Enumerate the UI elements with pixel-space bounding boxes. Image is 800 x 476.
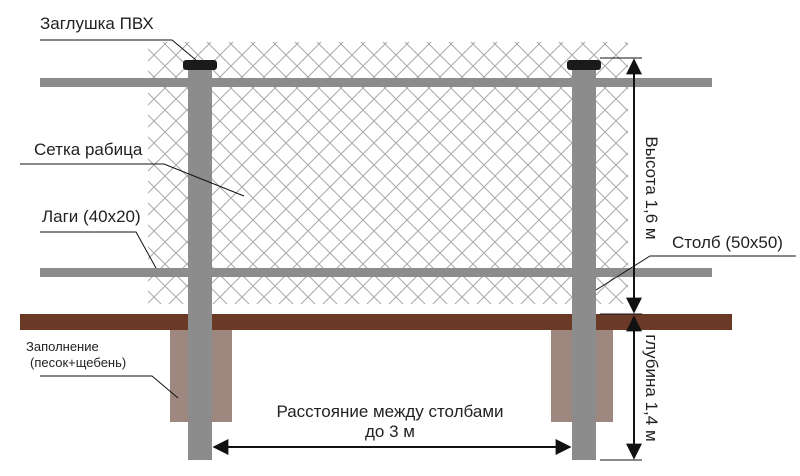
label-chain-link: Сетка рабица — [34, 140, 143, 159]
leader-post — [595, 255, 796, 291]
label-filling-2: (песок+щебень) — [30, 355, 126, 370]
post-left — [188, 68, 212, 460]
label-distance-2: до 3 м — [365, 422, 415, 441]
pvc-cap-right — [567, 60, 601, 70]
rail-bottom — [40, 268, 712, 277]
leader-filling — [40, 375, 179, 399]
rail-top — [40, 78, 712, 87]
label-distance-1: Расстояние между столбами — [276, 402, 503, 421]
label-rails: Лаги (40х20) — [42, 207, 141, 226]
label-post: Столб (50х50) — [672, 233, 783, 252]
label-pvc-cap: Заглушка ПВХ — [40, 14, 154, 33]
label-filling-1: Заполнение — [26, 339, 99, 354]
ground-strip — [20, 314, 732, 330]
leader-cap — [40, 39, 197, 61]
label-height: Высота 1,6 м — [642, 136, 661, 239]
leader-rails — [40, 231, 157, 269]
label-depth: глубина 1,4 м — [642, 334, 661, 441]
leader-mesh — [20, 163, 245, 197]
post-right — [572, 68, 596, 460]
pvc-cap-left — [183, 60, 217, 70]
